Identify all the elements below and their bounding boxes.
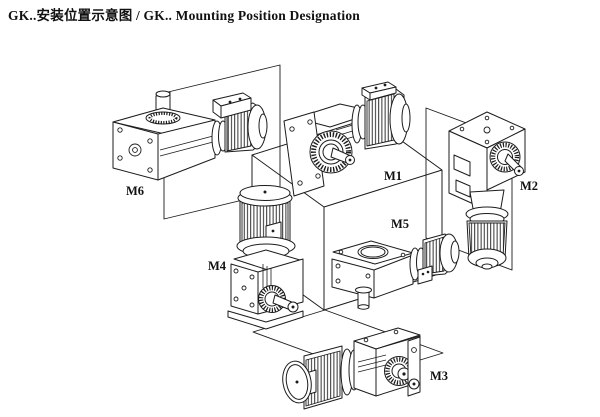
m6-motor <box>212 92 268 153</box>
label-m4: M4 <box>208 259 227 273</box>
m6-terminal-box <box>212 92 252 119</box>
m2-gear-ring <box>489 141 524 176</box>
gearmotor-m4-drawing <box>227 185 304 330</box>
gearmotor-m3-drawing <box>282 327 421 410</box>
label-m1: M1 <box>384 169 402 183</box>
m5-output-shaft <box>355 286 372 310</box>
m5-terminal-box <box>417 265 433 285</box>
m1-motor <box>361 81 411 150</box>
m5-motor <box>417 233 460 285</box>
m6-gearbox <box>112 119 216 181</box>
page-title: GK..安装位置示意图 / GK.. Mounting Position Des… <box>8 8 361 23</box>
m1-terminal-box <box>361 81 397 101</box>
m4-gear-ring <box>258 285 299 313</box>
gearmotor-m5-drawing <box>331 233 460 310</box>
gearmotor-m6-drawing <box>112 90 268 181</box>
label-m2: M2 <box>520 179 538 193</box>
label-m6: M6 <box>126 184 144 198</box>
m3-motor <box>282 345 343 410</box>
gearmotor-m2-drawing <box>448 111 526 270</box>
label-m5: M5 <box>391 217 409 231</box>
m5-gearbox <box>331 240 414 299</box>
m3-flange-bracket <box>407 336 421 397</box>
label-m3: M3 <box>430 369 448 383</box>
m1-flange-plate <box>283 111 325 197</box>
m4-motor <box>236 185 296 259</box>
gearmotor-m1-drawing <box>283 81 411 197</box>
m2-motor <box>466 220 508 270</box>
m1-gear-ring <box>309 130 355 174</box>
